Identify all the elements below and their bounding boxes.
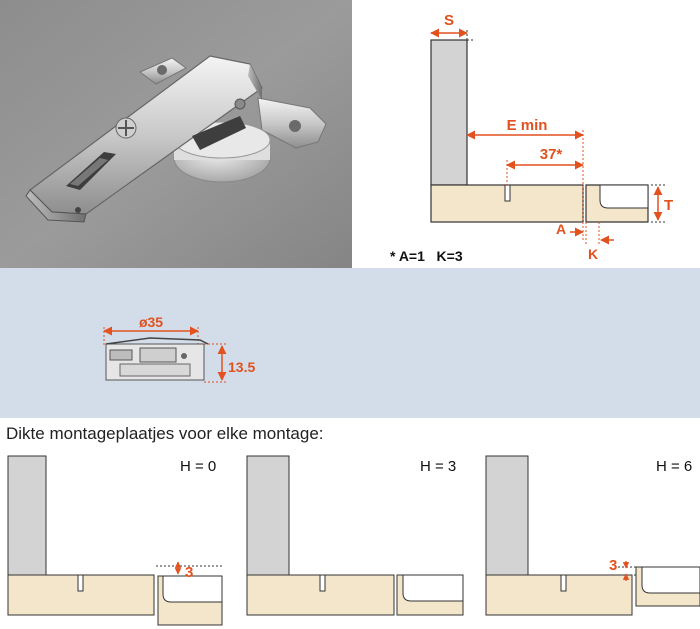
dim-k-label: K (588, 246, 598, 262)
panel-h6-dim: 3 (609, 557, 617, 574)
mounting-section-title: Dikte montageplaatjes voor elke montage: (6, 424, 324, 443)
panel-h0-dim: 3 (185, 564, 193, 581)
dim-a-label: A (556, 221, 566, 237)
mounting-panel-h3: H = 3 (246, 455, 464, 616)
hinge-product-photo (0, 0, 352, 268)
overlay-dimension-diagram: S E min 37* T A K * A=1 K=3 (390, 12, 673, 264)
cup-diameter-label: ø35 (139, 314, 163, 330)
door-panel (430, 39, 468, 186)
mounting-panels: 3 H = 0 H = 3 3 H = 6 (7, 455, 700, 626)
cup-dimension-diagram: ø35 13.5 (103, 314, 255, 383)
cup-depth-label: 13.5 (228, 359, 255, 375)
mounting-panel-h0: 3 H = 0 (7, 455, 223, 626)
mounting-panel-h6: 3 H = 6 (485, 455, 700, 616)
dim-emin-label: E min (507, 117, 548, 134)
dim-t-label: T (664, 197, 673, 214)
panel-h3-label: H = 3 (420, 458, 456, 475)
footnote: * A=1 K=3 (390, 248, 463, 264)
dim-37-label: 37* (540, 146, 563, 163)
panel-h6-label: H = 6 (656, 458, 692, 475)
panel-h0-label: H = 0 (180, 458, 216, 475)
dim-s-label: S (444, 12, 454, 29)
